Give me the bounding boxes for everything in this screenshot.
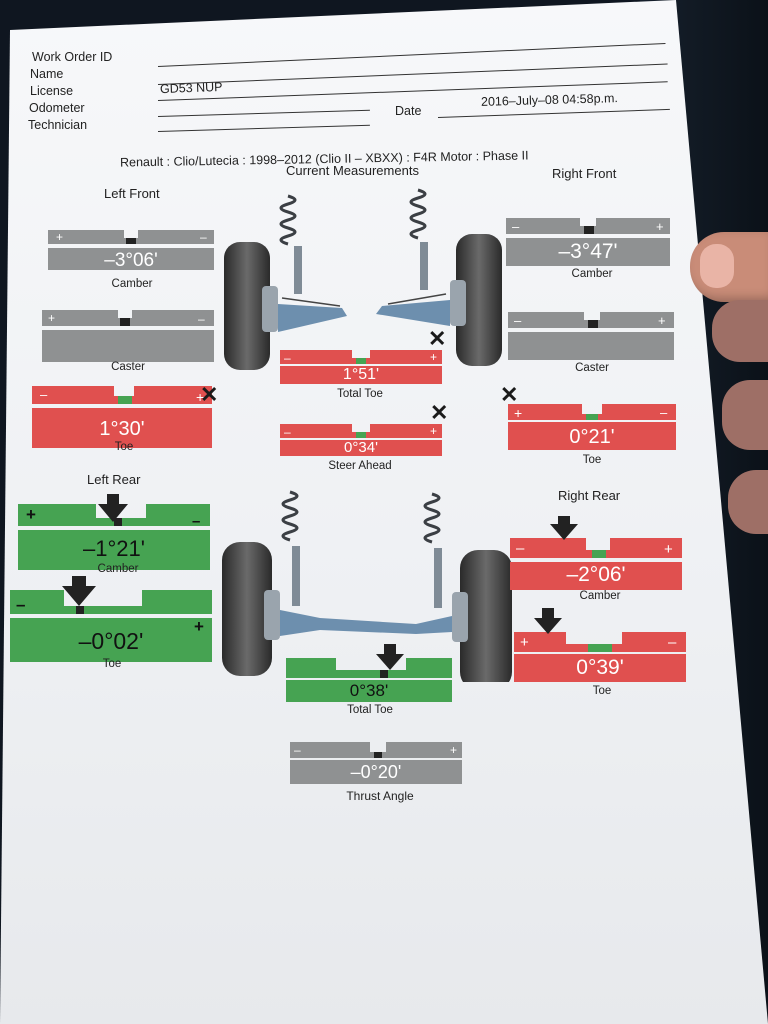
thumb <box>690 232 768 302</box>
svg-text:–: – <box>668 634 677 651</box>
work-order-label: Work Order ID <box>32 50 113 64</box>
right-front-toe-label: Toe <box>582 454 602 466</box>
steer-ahead-label: Steer Ahead <box>328 460 392 472</box>
svg-text:–: – <box>40 387 48 402</box>
svg-text:–: – <box>284 351 291 365</box>
right-front-caster-gauge: – + <box>508 312 674 360</box>
left-front-toe-label: Toe <box>114 441 134 453</box>
finger <box>712 300 768 362</box>
svg-text:+: + <box>658 313 666 328</box>
right-rear-toe-value: 0°39' <box>576 656 624 679</box>
steer-ahead-value: 0°34' <box>344 439 378 456</box>
right-rear-camber-gauge: – + –2°06' <box>510 538 682 590</box>
svg-text:+: + <box>656 219 664 234</box>
left-rear-toe-gauge: – + –0°02' <box>10 590 212 662</box>
rear-suspension-illustration <box>220 486 516 682</box>
right-front-camber-value: –3°47' <box>558 240 618 263</box>
svg-text:+: + <box>514 405 522 421</box>
svg-text:+: + <box>430 424 437 438</box>
right-front-heading: Right Front <box>552 166 617 181</box>
svg-text:+: + <box>56 230 63 244</box>
odometer-line <box>157 109 370 117</box>
svg-text:+: + <box>194 617 204 636</box>
svg-text:–: – <box>192 513 200 530</box>
work-order-line <box>157 42 666 67</box>
svg-text:–: – <box>284 425 291 439</box>
svg-text:–: – <box>660 405 668 420</box>
svg-text:+: + <box>26 505 36 524</box>
left-front-caster-gauge: + – <box>42 310 214 362</box>
right-front-toe-cross-mark-icon: ✕ <box>500 382 519 407</box>
date-line <box>437 108 670 118</box>
odometer-label: Odometer <box>29 101 85 115</box>
left-front-toe-value: 1°30' <box>99 418 145 440</box>
total-toe-rear-gauge: 0°38' <box>286 658 452 702</box>
right-front-camber-gauge: – + –3°47' <box>506 218 670 266</box>
right-front-caster-label: Caster <box>575 362 609 374</box>
left-rear-camber-gauge: + – –1°21' <box>18 504 210 570</box>
left-front-camber-gauge: + – –3°06' <box>48 230 214 271</box>
left-rear-toe-label: Toe <box>102 658 122 670</box>
svg-text:–: – <box>512 219 520 234</box>
right-rear-heading: Right Rear <box>558 488 621 503</box>
right-front-toe-gauge: + – 0°21' <box>508 404 676 450</box>
svg-text:–: – <box>294 743 301 757</box>
right-front-camber-label: Camber <box>571 268 613 280</box>
svg-text:–: – <box>198 312 205 326</box>
right-front-toe-value: 0°21' <box>569 426 615 448</box>
svg-text:–: – <box>200 230 207 244</box>
total-toe-rear-value: 0°38' <box>349 681 389 700</box>
left-front-caster-label: Caster <box>111 361 145 373</box>
total-toe-front-value: 1°51' <box>342 366 380 383</box>
left-rear-camber-value: –1°21' <box>83 536 145 561</box>
svg-text:+: + <box>520 634 529 651</box>
svg-text:+: + <box>48 311 55 325</box>
svg-text:+: + <box>430 350 437 364</box>
left-front-toe-cross-mark-icon: ✕ <box>200 382 219 407</box>
right-rear-camber-value: –2°06' <box>566 563 626 586</box>
date-label: Date <box>395 104 422 118</box>
steer-ahead-gauge: – + 0°34' <box>280 424 442 456</box>
svg-text:–: – <box>516 540 525 557</box>
date-value: 2016–July–08 04:58p.m. <box>480 91 619 109</box>
left-rear-heading: Left Rear <box>87 472 141 487</box>
svg-text:–: – <box>16 595 25 614</box>
technician-label: Technician <box>28 118 88 132</box>
thrust-angle-value: –0°20' <box>350 762 402 782</box>
right-rear-toe-label: Toe <box>592 685 612 697</box>
left-front-toe-gauge: – + 1°30' <box>32 386 212 448</box>
license-value: GD53 NUP <box>159 79 223 97</box>
steer-ahead-cross-mark-icon: ✕ <box>430 400 449 425</box>
total-toe-front-gauge: – + 1°51' <box>280 350 442 384</box>
left-front-camber-label: Camber <box>111 278 153 290</box>
thrust-angle-gauge: – + –0°20' <box>290 742 462 784</box>
name-line <box>157 63 668 85</box>
finger <box>722 380 768 450</box>
thrust-angle-label: Thrust Angle <box>346 789 414 803</box>
name-label: Name <box>30 67 64 81</box>
current-measurements-heading: Current Measurements <box>286 163 419 178</box>
left-front-camber-value: –3°06' <box>104 250 158 271</box>
total-toe-front-label: Total Toe <box>337 388 383 400</box>
svg-text:+: + <box>664 541 673 558</box>
left-front-heading: Left Front <box>104 186 160 201</box>
left-rear-camber-label: Camber <box>97 563 139 575</box>
front-suspension-illustration <box>222 186 504 376</box>
total-toe-front-cross-mark-icon: ✕ <box>428 326 447 351</box>
right-rear-toe-gauge: + – 0°39' <box>514 632 686 682</box>
license-label: License <box>30 84 74 98</box>
right-rear-camber-label: Camber <box>579 590 621 602</box>
svg-text:+: + <box>196 389 204 405</box>
left-rear-toe-value: –0°02' <box>78 628 144 654</box>
total-toe-rear-label: Total Toe <box>347 704 393 716</box>
svg-text:–: – <box>514 313 522 328</box>
finger <box>728 470 768 534</box>
technician-line <box>157 124 370 132</box>
svg-text:+: + <box>450 743 457 757</box>
